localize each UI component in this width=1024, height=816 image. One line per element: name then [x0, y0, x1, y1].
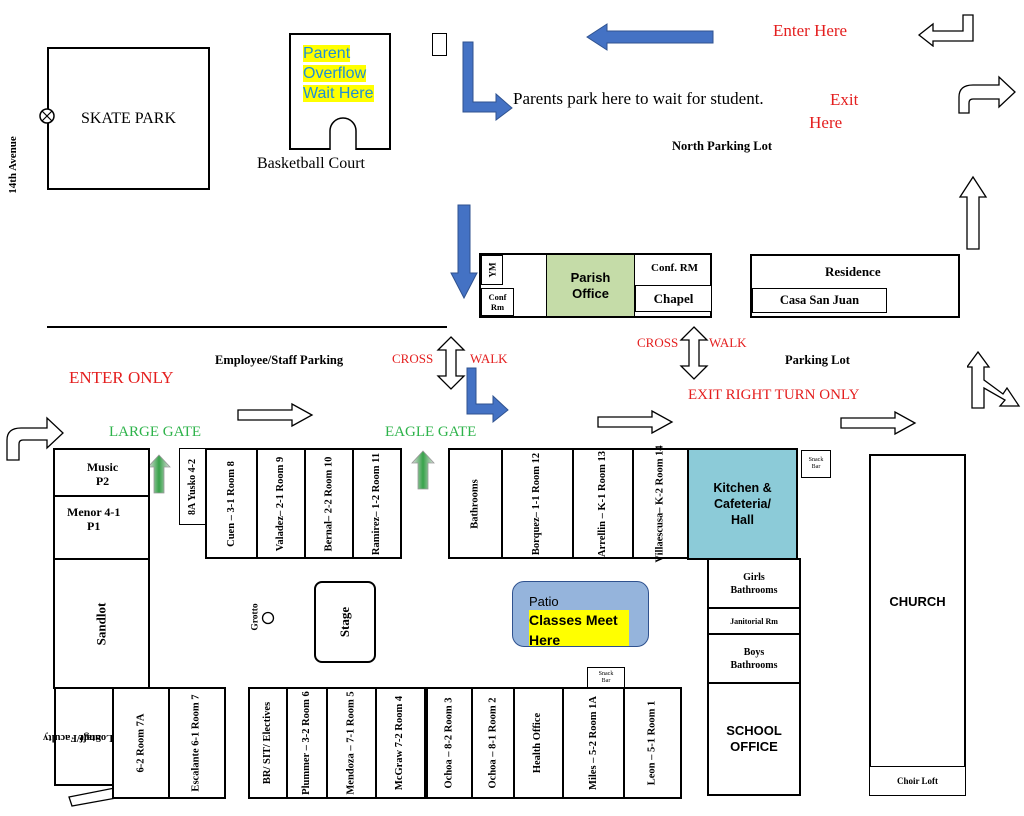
crosswalk-arrow-right-icon: [679, 326, 709, 380]
classroom-top-6: [501, 448, 574, 559]
blue-bent-arrow-icon: [462, 41, 513, 121]
basketball-court: Parent Overflow Wait Here: [289, 33, 391, 150]
crosswalk-left-walk: WALK: [470, 351, 508, 366]
small-structure: [432, 33, 447, 56]
classroom-bottom-label-2: Escalante 6-1 Room 7: [191, 694, 202, 792]
north-parking-lot-label: North Parking Lot: [672, 139, 772, 153]
right-arrow-2-icon: [597, 409, 674, 435]
u-turn-arrow-top-icon: [917, 14, 974, 47]
classroom-bottom-label-3: BR/ SIT/ Electives: [262, 701, 274, 785]
classroom-bottom-label-7: Ochoa – 8-2 Room 3: [443, 697, 455, 789]
up-arrow-icon: [958, 175, 988, 250]
janitorial-room: Janitorial Rm: [707, 607, 801, 635]
classroom-top-label-7: Arrellin – K-1 Room 13: [597, 450, 608, 557]
sandlot-label: Sandlot: [93, 602, 109, 645]
grotto-icon: [261, 611, 275, 625]
classroom-bottom-label-4: Plummer – 3-2 Room 6: [301, 691, 312, 795]
ym-room: YM: [481, 255, 503, 285]
avenue-label: 14th Avenue: [7, 136, 19, 194]
classroom-bottom-label-1: 6-2 Room 7A: [135, 713, 147, 773]
classroom-bottom-label-10: Miles – 5-2 Room 1A: [587, 696, 599, 790]
patio: Patio Classes Meet Here: [512, 581, 649, 647]
classroom-top-label-2: Valadez– 2-1 Room 9: [275, 456, 286, 551]
classroom-top-label-5: Bathrooms: [469, 478, 481, 529]
conf-rm-label: Conf. RM: [651, 262, 699, 274]
crosswalk-right-walk: WALK: [709, 335, 747, 350]
church: CHURCH: [869, 454, 966, 796]
parent-overflow-label: Parent Overflow Wait Here: [303, 45, 374, 102]
classroom-top-label-1: Cuen – 3-1 Room 8: [225, 460, 237, 547]
classroom-bottom-11: [623, 687, 682, 799]
blue-left-arrow-icon: [586, 23, 714, 51]
classroom-top-4: [352, 448, 402, 559]
stage: [314, 581, 376, 663]
right-arrow-1-icon: [237, 402, 314, 428]
parking-lot-label: Parking Lot: [785, 353, 850, 367]
eagle-gate-arrow-icon: [411, 450, 435, 490]
casa-san-juan: Casa San Juan: [752, 288, 887, 313]
classroom-top-8: [632, 448, 689, 559]
classroom-top-label-6: Borquez– 1-1 Room 12: [531, 452, 543, 555]
parking-divider: [47, 326, 447, 328]
right-arrow-3-icon: [840, 410, 917, 436]
basketball-court-label: Basketball Court: [257, 155, 365, 172]
enter-only-label: ENTER ONLY: [69, 368, 174, 387]
yusko-label: 8A Yusko 4-2: [187, 458, 199, 515]
classroom-bottom-9: [513, 687, 564, 799]
kitchen-cafeteria-hall: Kitchen &Cafeteria/Hall: [687, 448, 798, 560]
eagle-gate-label: EAGLE GATE: [385, 424, 477, 440]
choir-loft: Choir Loft: [869, 766, 966, 796]
enter-here-label: Enter Here: [773, 21, 848, 40]
classroom-bottom-6: [375, 687, 426, 799]
stage-label: Stage: [337, 606, 352, 638]
fork-arrow-icon: [967, 350, 1021, 409]
classroom-bottom-label-11: Leon – 5-1 Room 1: [646, 700, 658, 786]
classroom-top-5: [448, 448, 503, 559]
crosswalk-right-cross: CROSS: [637, 335, 679, 350]
enter-turn-arrow-icon: [6, 416, 64, 461]
skate-park-marker-icon: [39, 108, 55, 124]
classroom-bottom-label-8: Ochoa – 8-1 Room 2: [487, 697, 498, 789]
exit-right-turn-label: EXIT RIGHT TURN ONLY: [688, 387, 860, 403]
classroom-top-2: [256, 448, 306, 559]
parents-park-label: Parents park here to wait for student.: [513, 89, 764, 108]
classroom-top-label-4: Ramirez– 1-2 Room 11: [371, 452, 383, 555]
crosswalk-left-cross: CROSS: [392, 351, 434, 366]
crosswalk-arrow-left-icon: [436, 336, 466, 390]
classroom-bottom-2: [168, 687, 226, 799]
classroom-bottom-label-9: Health Office: [532, 712, 544, 774]
classroom-top-1: [205, 448, 258, 559]
skate-park: SKATE PARK: [47, 47, 210, 190]
classroom-bottom-label-5: Mendoza – 7-1 Room 5: [345, 691, 357, 795]
blue-down-arrow-icon: [450, 204, 478, 300]
turn-arrow-right-icon: [958, 75, 1016, 114]
blue-bent-arrow-small-icon: [466, 367, 509, 424]
employee-parking-label: Employee/Staff Parking: [215, 353, 344, 367]
classroom-bottom-5: [326, 687, 377, 799]
staff-lounge: [54, 687, 114, 786]
large-gate-label: LARGE GATE: [109, 424, 202, 440]
classroom-top-label-3: Bernal– 2-2 Room 10: [323, 456, 335, 551]
classroom-top-3: [304, 448, 354, 559]
classroom-top-label-8: Villaescusa– K-2 Room 14: [654, 444, 666, 563]
classroom-bottom-label-6: McGraw 7-2 Room 4: [394, 695, 406, 791]
classroom-bottom-3: [248, 687, 288, 799]
chapel: Chapel: [635, 285, 712, 312]
hoop-icon: [329, 117, 357, 150]
